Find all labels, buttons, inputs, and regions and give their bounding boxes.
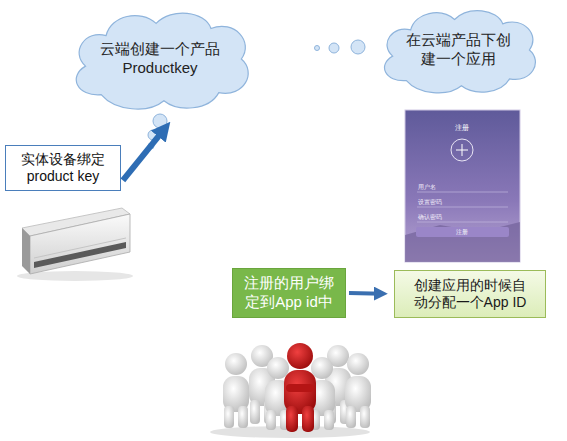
people-figures <box>210 343 371 438</box>
air-conditioner <box>17 208 133 281</box>
cloud-shape: 云端创建一个产品 Productkey <box>62 3 258 115</box>
node-text: 实体设备绑定 product key <box>12 151 114 186</box>
user-box: 注册的用户绑 定到App id中 <box>232 268 346 318</box>
screen-text: 注册 <box>455 124 469 131</box>
screen-text: 注册 <box>456 229 468 235</box>
app-screenshot <box>405 110 520 262</box>
node-text: 创建应用的时候自 动分配一个App ID <box>408 277 532 312</box>
node-text: 云端创建一个产品 Productkey <box>94 40 226 78</box>
thought-dots <box>315 40 366 54</box>
screen-text: 设置密码 <box>418 199 442 205</box>
appid-box: 创建应用的时候自 动分配一个App ID <box>394 270 546 318</box>
node-text: 在云端产品下创 建一个应用 <box>402 31 514 69</box>
device-box: 实体设备绑定 product key <box>5 145 121 191</box>
cloud-shape: 在云端产品下创 建一个应用 <box>372 2 544 98</box>
flow-arrow <box>123 128 166 181</box>
screen-text: 确认密码 <box>418 214 442 220</box>
screen-text: 用户名 <box>418 184 436 190</box>
node-text: 注册的用户绑 定到App id中 <box>239 274 339 312</box>
flow-arrow <box>349 291 382 296</box>
